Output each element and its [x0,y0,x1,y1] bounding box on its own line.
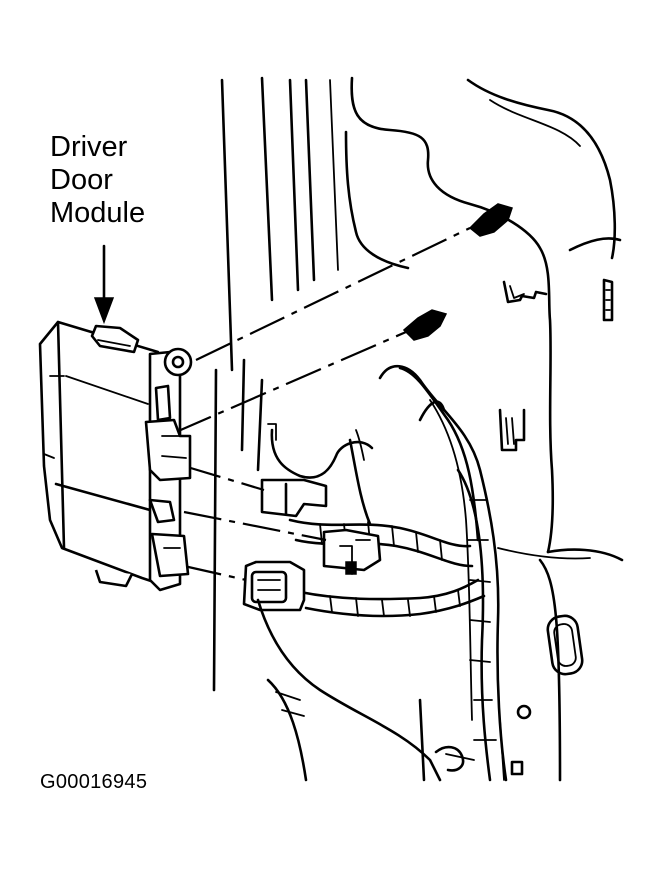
wiring-harness [267,364,508,782]
panel-clip-holes [498,278,614,776]
harness-connectors [242,478,382,612]
push-pin-fasteners [402,203,513,341]
inner-door-panel [344,76,624,562]
lower-door-trim [256,558,562,782]
figure-id: G00016945 [40,771,148,793]
callout-arrow [93,244,115,325]
connector-alignment-lines [183,464,327,582]
alignment-lines [175,227,471,434]
driver-door-module-label: Driver Door Module [50,131,146,229]
door-frame-rails [212,76,339,692]
driver-door-module [38,320,193,592]
